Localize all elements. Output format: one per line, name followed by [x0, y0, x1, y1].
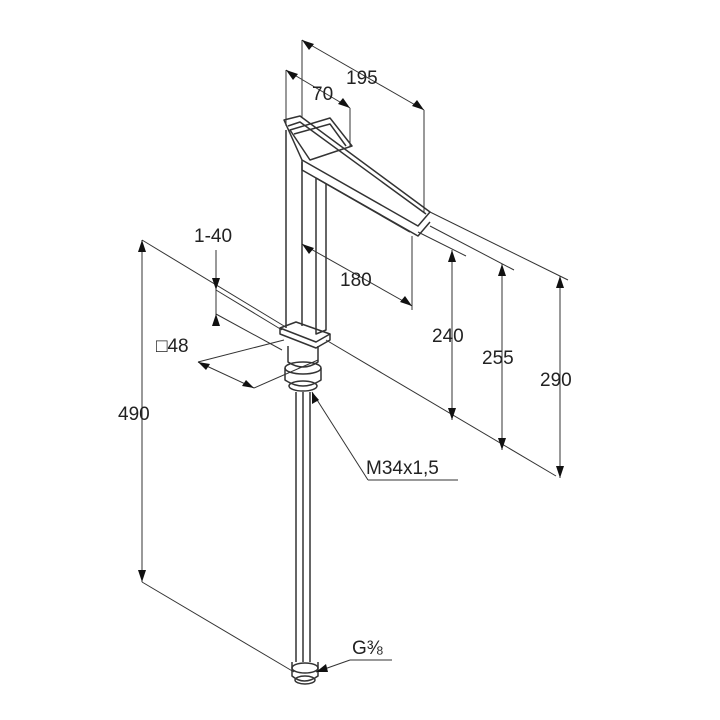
hose-connector-end	[294, 675, 316, 685]
label-240: 240	[432, 326, 464, 347]
dim-line-195	[301, 39, 425, 111]
leader-m34	[311, 391, 369, 481]
label-290: 290	[540, 370, 572, 391]
dim-line-70	[285, 69, 351, 109]
column-right-edge	[315, 178, 327, 335]
arrowheads	[138, 40, 564, 672]
spout-top-edge	[287, 121, 427, 215]
label-70: 70	[312, 84, 333, 105]
mounting-nut-bottom	[288, 380, 318, 392]
label-m34: M34x1,5	[366, 458, 439, 479]
lever-handle	[289, 117, 353, 161]
deck-plane-line	[325, 339, 557, 477]
lever-handle-inner	[293, 123, 347, 147]
spout-underside	[315, 177, 411, 233]
label-48: □48	[156, 336, 189, 357]
mounting-nut	[284, 368, 322, 387]
dimension-labels: 195 70 1-40 180 □48 240 255 290 490 M34x…	[118, 68, 572, 659]
hose-connector-ring	[291, 662, 319, 674]
faucet-outline	[279, 115, 431, 685]
base-plate-edge	[279, 328, 331, 349]
label-g38: G⅜	[352, 638, 383, 659]
base-plate	[279, 321, 331, 343]
label-180: 180	[340, 270, 372, 291]
spout-top-face	[283, 115, 431, 227]
label-255: 255	[482, 348, 514, 369]
label-490: 490	[118, 404, 150, 425]
dim-line-180	[301, 243, 413, 307]
label-195: 195	[346, 68, 378, 89]
hose-connector	[291, 662, 319, 682]
label-1-40: 1-40	[194, 226, 232, 247]
dimension-lines	[141, 39, 569, 673]
